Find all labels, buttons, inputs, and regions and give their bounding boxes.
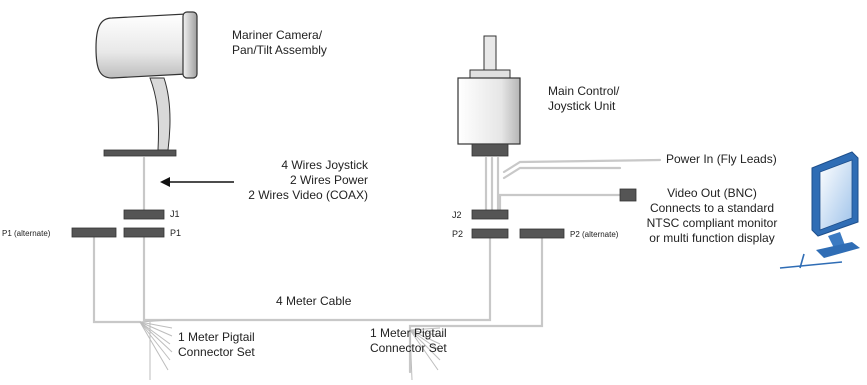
connector-p2 (471, 228, 509, 239)
power-in-label: Power In (Fly Leads) (666, 152, 777, 166)
label-p1-alternate: P1 (alternate) (2, 229, 51, 238)
wiring-note-line1: 4 Wires Joystick (281, 158, 368, 172)
camera-title-line2: Pan/Tilt Assembly (232, 43, 327, 57)
video-out-line4: or multi function display (649, 231, 775, 245)
pigtail-left-line1: 1 Meter Pigtail (178, 330, 255, 344)
label-p2-alternate: P2 (alternate) (570, 230, 619, 239)
control-unit-title-line2: Joystick Unit (548, 99, 616, 113)
connector-p2-alternate (519, 228, 565, 239)
wiring-note-line2: 2 Wires Power (289, 173, 368, 187)
pigtail-right-line1: 1 Meter Pigtail (370, 326, 447, 340)
wiring-note-line3: 2 Wires Video (COAX) (248, 188, 368, 202)
wiring-note: 4 Wires Joystick 2 Wires Power 2 Wires V… (220, 158, 368, 203)
label-p1: P1 (170, 228, 182, 238)
label-p2: P2 (452, 229, 464, 239)
label-j1: J1 (170, 209, 180, 219)
monitor-icon (779, 151, 860, 269)
camera-assembly (95, 11, 198, 157)
connectors (71, 188, 637, 239)
control-unit (457, 35, 521, 157)
connector-video-bnc (619, 188, 637, 202)
label-j2: J2 (452, 210, 462, 220)
video-out-line2: Connects to a standard (649, 201, 775, 215)
pigtail-left-line2: Connector Set (178, 345, 255, 359)
camera-title-line1: Mariner Camera/ (232, 28, 323, 42)
camera-title: Mariner Camera/ Pan/Tilt Assembly (232, 28, 327, 58)
wiring-arrow (160, 177, 234, 187)
connector-j1 (123, 209, 165, 220)
connector-p1-alternate (71, 227, 117, 238)
cables (92, 156, 662, 374)
pigtail-right-line2: Connector Set (370, 341, 447, 355)
control-unit-title: Main Control/ Joystick Unit (548, 84, 619, 114)
pigtail-leads-right (409, 327, 443, 381)
connector-j2 (471, 209, 509, 220)
pigtail-right-label: 1 Meter Pigtail Connector Set (370, 326, 447, 356)
cable-label: 4 Meter Cable (276, 294, 352, 308)
connector-p1 (123, 227, 165, 238)
control-unit-title-line1: Main Control/ (548, 84, 620, 98)
video-out-line1: Video Out (BNC) (667, 186, 757, 200)
pigtail-leads-left (139, 319, 173, 380)
pigtail-left-label: 1 Meter Pigtail Connector Set (178, 330, 255, 360)
video-out-label: Video Out (BNC) Connects to a standard N… (628, 186, 796, 246)
video-out-line3: NTSC compliant monitor (646, 216, 778, 230)
